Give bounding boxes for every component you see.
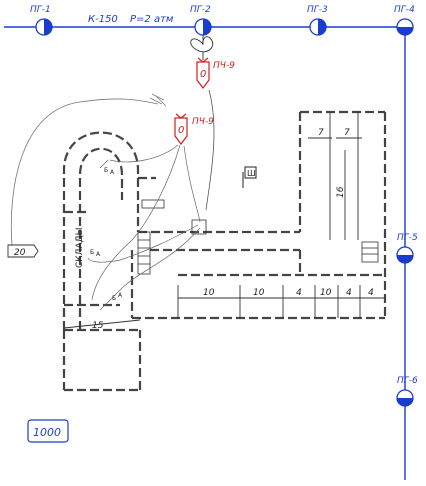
hydrant-pg5: ПГ-5 <box>396 233 418 264</box>
hydrant-label: ПГ-5 <box>397 233 418 243</box>
hose-label: А <box>96 251 101 258</box>
hose-label: А <box>110 169 115 176</box>
suction-hose <box>190 35 214 60</box>
ladder-spray <box>149 93 167 107</box>
scale-box: 1000 <box>27 419 69 443</box>
dim-label: 16 <box>336 186 346 198</box>
dim-label: 10 <box>203 288 215 298</box>
warehouse-label: СКЛАДЫ <box>75 227 85 268</box>
truck-value: 0 <box>200 69 206 80</box>
dim-label: 7 <box>344 128 350 138</box>
hose-line <box>205 89 215 211</box>
truck-label: ПЧ-9 <box>213 61 235 71</box>
hydrant-label: ПГ-2 <box>190 5 211 15</box>
hydrant-pg6: ПГ-6 <box>396 376 418 407</box>
dim-label: 7 <box>318 128 324 138</box>
ladder-label: 20 <box>14 248 26 258</box>
staircase <box>137 199 379 275</box>
dim-label: 10 <box>253 288 265 298</box>
hose-label: Б <box>112 295 116 302</box>
dim-label: 4 <box>296 288 302 298</box>
water-main <box>4 26 406 480</box>
hydrant-label: ПГ-6 <box>397 376 418 386</box>
main-line-pressure: Р=2 атм <box>130 14 174 25</box>
hydrant-label: ПГ-3 <box>307 5 328 15</box>
hydrant-pg2: ПГ-2 <box>190 5 212 36</box>
flag-label: Ш <box>247 169 256 178</box>
hydrant-label: ПГ-4 <box>394 5 415 15</box>
fire-truck-2 <box>174 113 188 145</box>
dim-label: 4 <box>368 288 374 298</box>
dim-label: 4 <box>346 288 352 298</box>
truck-value: 0 <box>178 125 184 136</box>
dim-label: 15 <box>92 321 104 331</box>
hose-label: Б <box>104 167 108 174</box>
hydrant-label: ПГ-1 <box>30 5 51 15</box>
hose-label: Б <box>90 249 94 256</box>
flag-marker: Ш <box>242 166 257 188</box>
hydrant-pg1: ПГ-1 <box>30 5 53 36</box>
truck-label: ПЧ-9 <box>192 117 214 127</box>
hose-label: А <box>118 292 123 299</box>
fire-truck-1 <box>196 57 210 89</box>
building-walls <box>62 110 387 392</box>
east-wing-dims <box>308 112 362 240</box>
scale-label: 1000 <box>33 426 61 439</box>
main-line-diameter: К-150 <box>88 14 118 25</box>
dim-label: 10 <box>320 288 332 298</box>
corridor-dims <box>63 285 385 329</box>
long-hose <box>10 98 159 246</box>
hydrant-pg3: ПГ-3 <box>307 5 328 36</box>
ladder-marker: 20 <box>7 244 39 258</box>
hydrant-pg4: ПГ-4 <box>394 5 415 36</box>
hose-lines <box>87 144 201 311</box>
